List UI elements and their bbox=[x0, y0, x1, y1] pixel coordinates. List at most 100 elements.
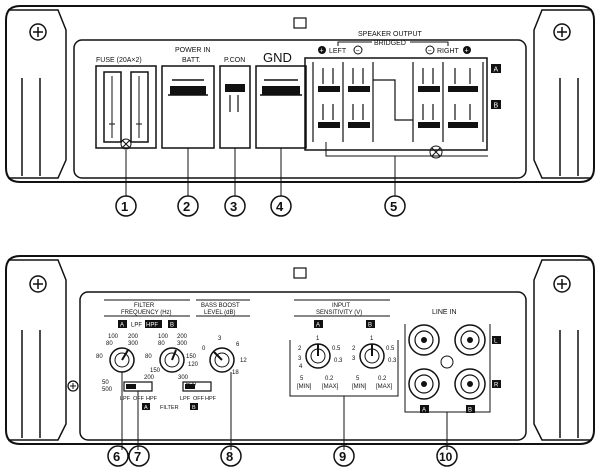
knob-b-80-label: 80 bbox=[158, 341, 165, 347]
right-plus-icon bbox=[463, 46, 471, 54]
filter-switch-b[interactable] bbox=[182, 381, 212, 392]
input-sensitivity-knob-b[interactable] bbox=[359, 343, 385, 369]
line-a-badge: A bbox=[422, 408, 426, 414]
svg-text:5: 5 bbox=[390, 199, 397, 214]
rca-input-a-left[interactable] bbox=[408, 324, 440, 356]
switch-a-hpf-label: HPF bbox=[146, 396, 158, 402]
top-panel: FUSE (20A×2) POWER IN BATT. P.CON GND SP… bbox=[5, 5, 595, 196]
filter-caption: FILTER bbox=[160, 405, 179, 411]
svg-text:0.3: 0.3 bbox=[334, 358, 343, 364]
rca-input-b-right[interactable] bbox=[454, 368, 486, 400]
bass-boost-knob[interactable] bbox=[209, 347, 235, 373]
left-minus-icon bbox=[353, 45, 363, 55]
top-callouts: 1 2 3 4 5 bbox=[115, 195, 406, 217]
filter-switch-a[interactable] bbox=[123, 381, 153, 392]
line-in-label: LINE IN bbox=[432, 309, 457, 316]
switch-b-off-label: OFF bbox=[193, 396, 205, 402]
knob-a-100-label: 100 bbox=[108, 334, 119, 340]
svg-text:8: 8 bbox=[226, 449, 233, 464]
knob-b-150b-label: 150 bbox=[150, 368, 161, 374]
svg-text:0.2: 0.2 bbox=[378, 376, 387, 382]
svg-text:+: + bbox=[320, 48, 324, 55]
svg-text:10: 10 bbox=[439, 450, 453, 464]
switch-a-lpf-label: LPF bbox=[120, 396, 131, 402]
svg-text:SENSITIVITY (V): SENSITIVITY (V) bbox=[316, 310, 362, 316]
filter-frequency-header: FILTER FREQUENCY (Hz) A LPF HPF B bbox=[104, 299, 190, 329]
bass-6-label: 6 bbox=[236, 342, 240, 348]
svg-text:BASS BOOST: BASS BOOST bbox=[201, 303, 240, 309]
knob-b-150-label: 150 bbox=[186, 354, 197, 360]
knob-b-120-label: 120 bbox=[188, 362, 199, 368]
right-label: RIGHT bbox=[437, 48, 460, 55]
right-minus-icon bbox=[425, 45, 435, 55]
speaker-output-label: SPEAKER OUTPUT bbox=[358, 31, 423, 38]
knob-b-300-label: 300 bbox=[177, 341, 188, 347]
switch-b-lpf-label: LPF bbox=[180, 396, 191, 402]
callout-8 bbox=[220, 445, 242, 467]
bottom-right-ear bbox=[533, 259, 592, 441]
svg-text:0.2: 0.2 bbox=[325, 376, 334, 382]
pcon-terminal bbox=[219, 65, 251, 149]
svg-text:B: B bbox=[170, 323, 174, 329]
svg-text:1: 1 bbox=[316, 336, 320, 342]
callout-1 bbox=[115, 195, 137, 217]
svg-text:FILTER: FILTER bbox=[134, 303, 155, 309]
rca-input-a-right[interactable] bbox=[408, 368, 440, 400]
channel-a-badge bbox=[491, 64, 501, 73]
fuse-label: FUSE (20A×2) bbox=[96, 57, 142, 64]
rca-center-mark bbox=[440, 355, 454, 369]
line-b-badge: B bbox=[468, 408, 472, 414]
svg-text:3: 3 bbox=[230, 199, 237, 214]
line-l-badge: L bbox=[494, 339, 498, 345]
knob-a-200-label: 200 bbox=[128, 334, 139, 340]
callout-4 bbox=[270, 195, 292, 217]
svg-text:4: 4 bbox=[299, 364, 303, 370]
input-sensitivity-knob-a[interactable] bbox=[305, 343, 331, 369]
top-indicator-slot bbox=[293, 17, 307, 29]
knob-a-50-label: 50 bbox=[102, 380, 109, 386]
svg-text:−: − bbox=[356, 48, 360, 55]
ground-screw-icon bbox=[67, 380, 79, 392]
svg-text:1: 1 bbox=[121, 199, 128, 214]
svg-text:[MIN]: [MIN] bbox=[297, 384, 312, 390]
bottom-right-screw-icon bbox=[553, 275, 571, 293]
svg-text:3: 3 bbox=[298, 356, 302, 362]
svg-text:0.5: 0.5 bbox=[386, 346, 395, 352]
svg-text:7: 7 bbox=[134, 449, 141, 464]
svg-text:A: A bbox=[494, 67, 499, 74]
filter-frequency-knob-a[interactable] bbox=[109, 347, 135, 373]
svg-text:9: 9 bbox=[339, 449, 346, 464]
callout-5 bbox=[384, 195, 406, 217]
filter-frequency-knob-b[interactable] bbox=[159, 347, 185, 373]
left-label: LEFT bbox=[329, 48, 347, 55]
bottom-panel: FILTER FREQUENCY (Hz) A LPF HPF B BASS B… bbox=[5, 255, 595, 450]
svg-text:−: − bbox=[428, 48, 432, 55]
rca-input-b-left[interactable] bbox=[454, 324, 486, 356]
batt-label: BATT. bbox=[182, 57, 201, 64]
bottom-left-ear bbox=[8, 259, 67, 441]
svg-text:0.3: 0.3 bbox=[388, 358, 397, 364]
top-left-ear bbox=[8, 9, 67, 179]
knob-a-500-label: 500 bbox=[102, 387, 113, 393]
svg-text:B: B bbox=[368, 323, 372, 329]
left-plus-icon bbox=[318, 46, 326, 54]
channel-b-badge bbox=[491, 100, 501, 109]
svg-text:1: 1 bbox=[370, 336, 374, 342]
svg-text:FREQUENCY (Hz): FREQUENCY (Hz) bbox=[121, 310, 172, 316]
svg-text:A: A bbox=[316, 323, 320, 329]
svg-text:INPUT: INPUT bbox=[332, 303, 350, 309]
bridged-label: BRIDGED bbox=[374, 40, 406, 47]
bass-3-label: 3 bbox=[218, 336, 222, 342]
svg-text:+: + bbox=[465, 48, 469, 55]
top-right-screw-icon bbox=[553, 23, 571, 41]
bass-0-label: 0 bbox=[202, 346, 206, 352]
knob-a-80b-label: 80 bbox=[96, 354, 103, 360]
gnd-label: GND bbox=[263, 50, 292, 65]
line-r-badge: R bbox=[494, 383, 499, 389]
switch-b-badge: B bbox=[192, 405, 196, 411]
callout-10 bbox=[436, 445, 458, 467]
callout-6 bbox=[107, 445, 129, 467]
switch-a-badge: A bbox=[144, 405, 148, 411]
fuse-holder bbox=[95, 65, 157, 150]
